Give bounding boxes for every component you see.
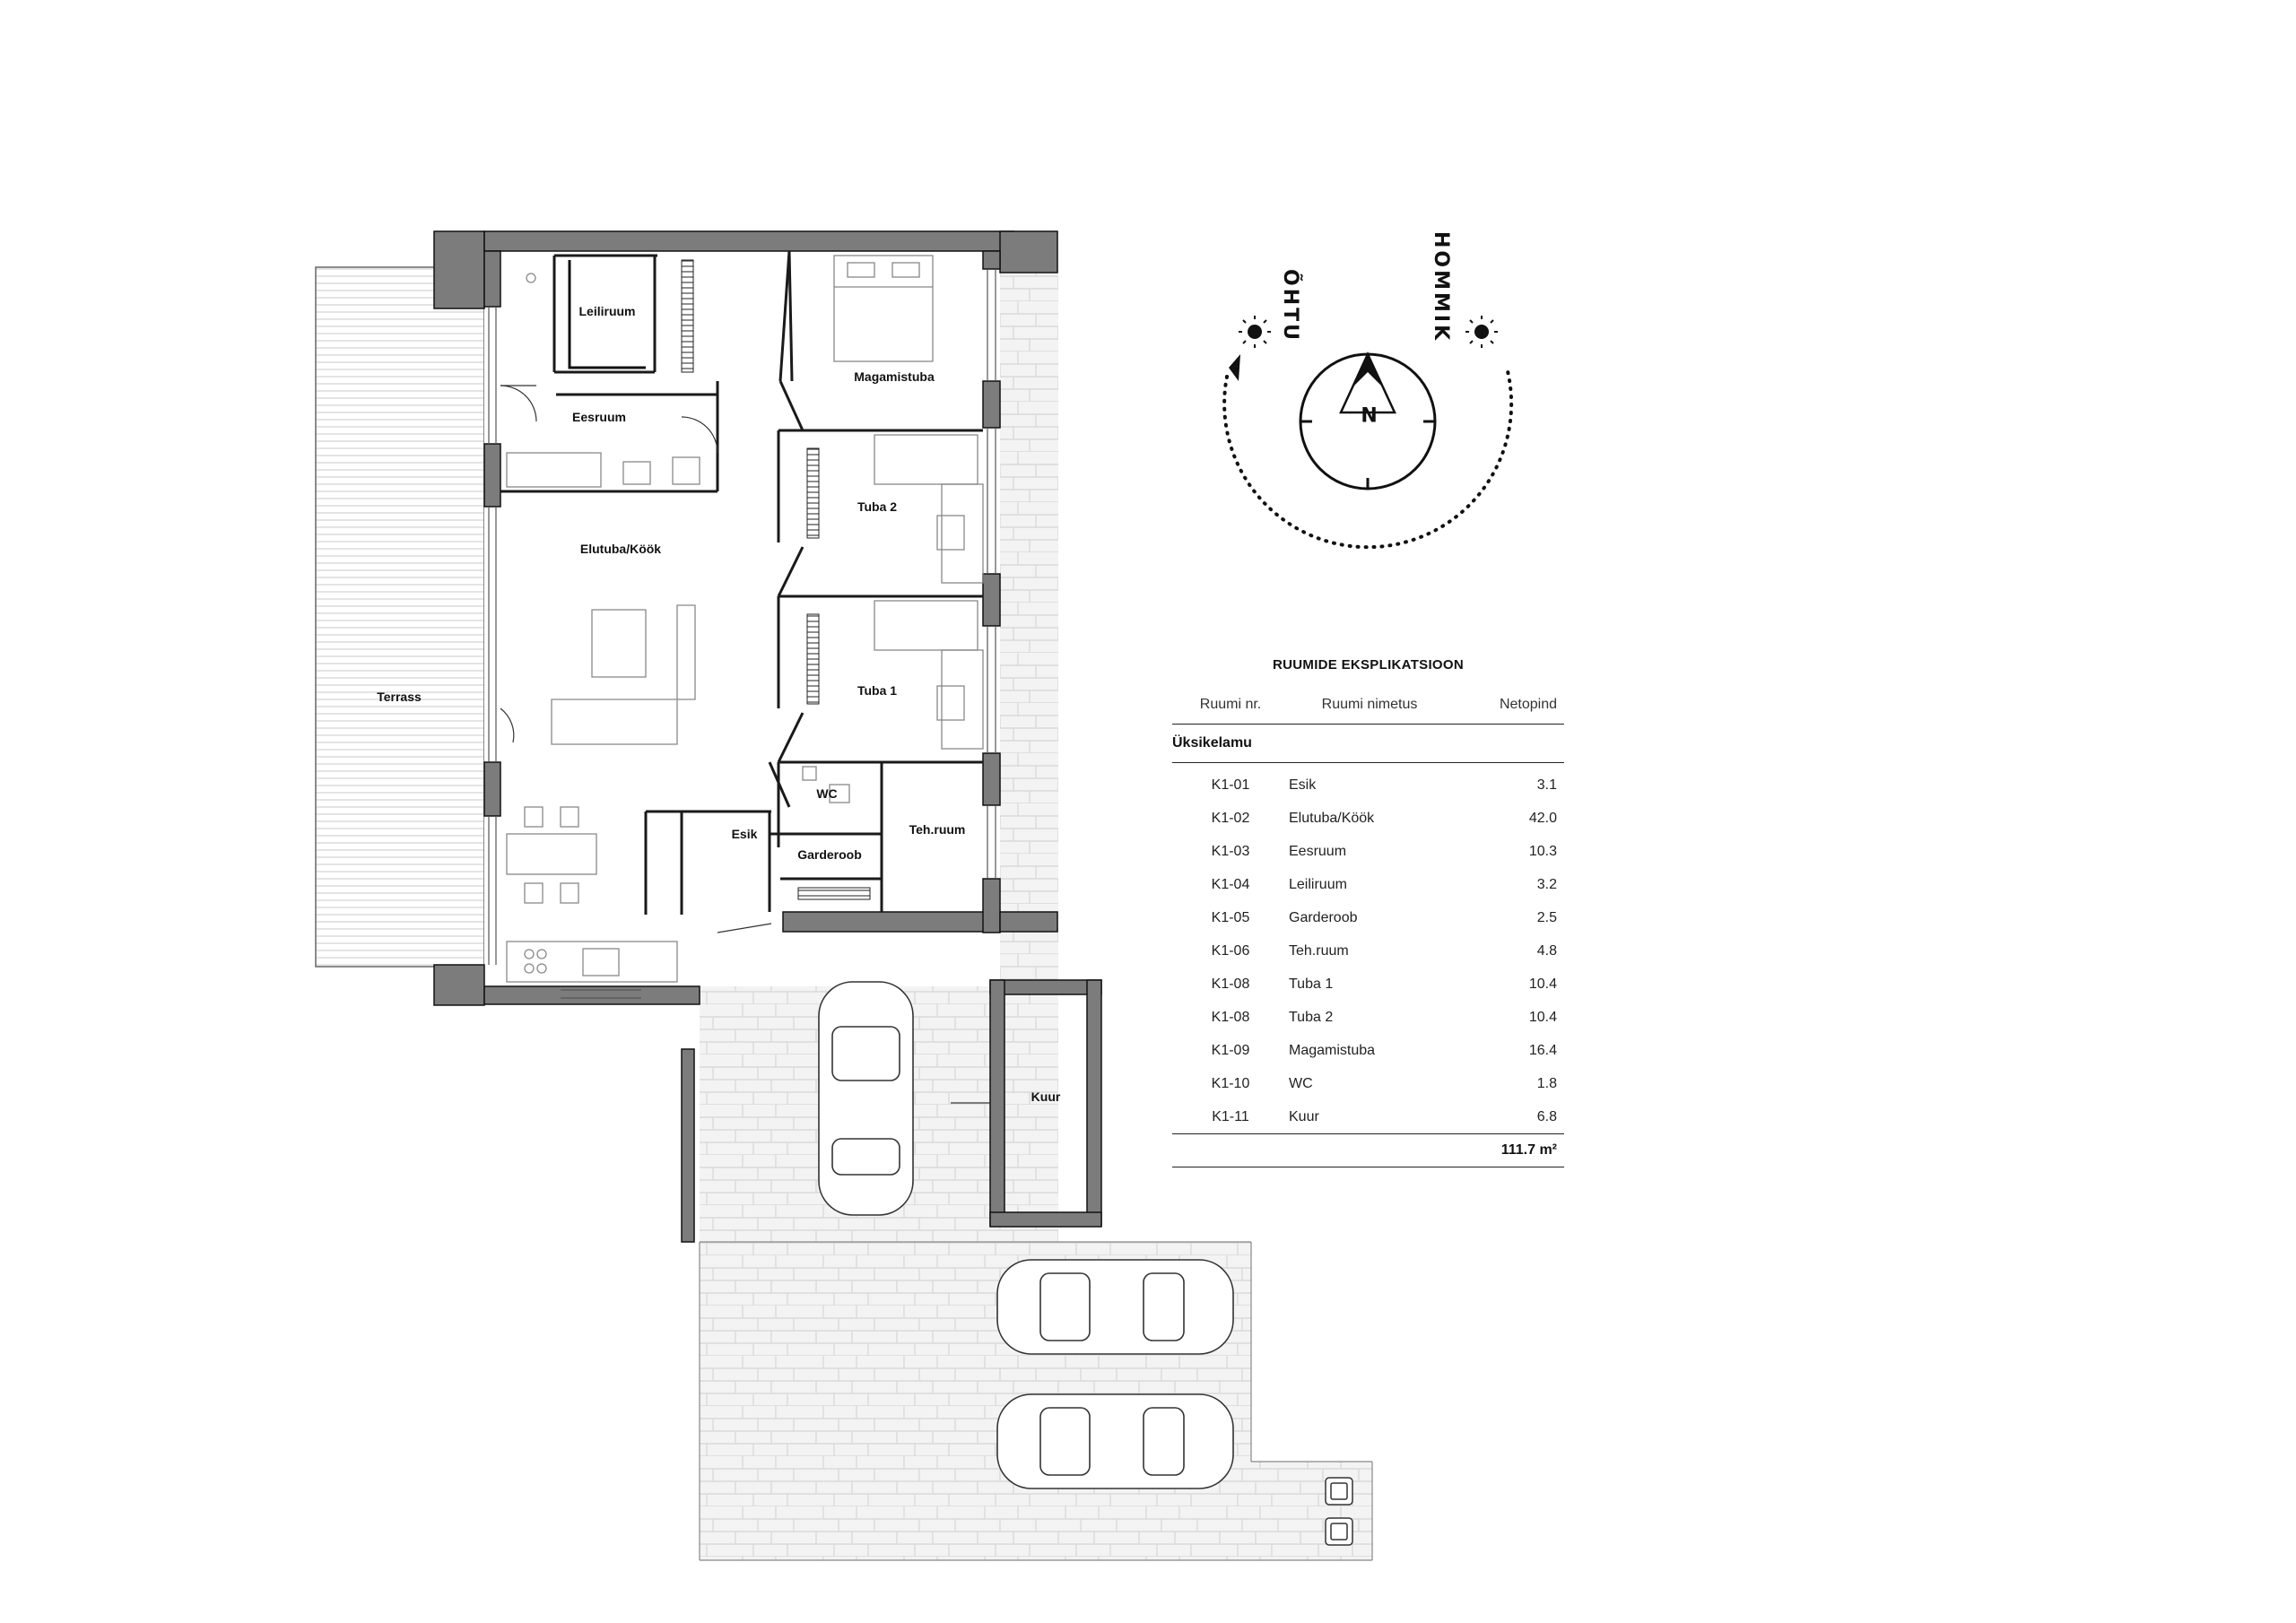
room-label-tehruum: Teh.ruum xyxy=(909,822,966,837)
row-name: Elutuba/Köök xyxy=(1289,811,1375,826)
row-nr: K1-08 xyxy=(1211,976,1250,992)
row-nr: K1-04 xyxy=(1211,877,1250,892)
terrace xyxy=(315,266,485,968)
sun-evening-icon xyxy=(1239,316,1271,348)
room-label-leiliruum: Leiliruum xyxy=(578,304,635,318)
north-letter: N xyxy=(1358,402,1377,424)
row-area: 3.2 xyxy=(1536,877,1557,892)
table-row: K1-10 WC 1.8 xyxy=(1172,1067,1564,1100)
row-name: Tuba 1 xyxy=(1289,976,1334,992)
header-room-nr: Ruumi nr. xyxy=(1199,697,1262,712)
room-label-kuur: Kuur xyxy=(1031,1089,1061,1104)
room-label-terrass: Terrass xyxy=(377,690,422,704)
row-nr: K1-11 xyxy=(1212,1109,1249,1124)
sun-arrow-icon xyxy=(1229,354,1240,381)
row-nr: K1-05 xyxy=(1211,910,1250,925)
room-label-wc: WC xyxy=(816,786,837,801)
room-label-esik: Esik xyxy=(732,827,758,841)
label-hommik: HOMMIK xyxy=(1430,231,1452,343)
row-area: 3.1 xyxy=(1536,777,1557,793)
row-name: Kuur xyxy=(1289,1109,1319,1124)
table-row: K1-02 Elutuba/Köök 42.0 xyxy=(1172,802,1564,835)
room-label-magamistuba: Magamistuba xyxy=(854,369,935,384)
row-name: Magamistuba xyxy=(1289,1043,1376,1058)
table-rows: K1-01 Esik 3.1 K1-02 Elutuba/Köök 42.0 K1-03… xyxy=(1172,763,1564,1133)
room-label-tuba1: Tuba 1 xyxy=(857,683,897,698)
room-label-elutuba: Elutuba/Köök xyxy=(580,542,661,556)
row-area: 42.0 xyxy=(1528,811,1557,826)
table-row: K1-11 Kuur 6.8 xyxy=(1172,1100,1564,1133)
sun-morning-icon xyxy=(1465,316,1498,348)
row-area: 16.4 xyxy=(1528,1043,1557,1058)
row-nr: K1-09 xyxy=(1211,1043,1250,1058)
row-area: 10.4 xyxy=(1528,976,1557,992)
row-nr: K1-01 xyxy=(1211,777,1250,793)
row-area: 10.4 xyxy=(1528,1010,1557,1025)
door-swings xyxy=(500,385,990,1104)
table-row: K1-08 Tuba 2 10.4 xyxy=(1172,1001,1564,1034)
table-row: K1-04 Leiliruum 3.2 xyxy=(1172,868,1564,901)
wardrobes xyxy=(568,259,871,900)
room-label-tuba2: Tuba 2 xyxy=(857,499,897,514)
windows xyxy=(488,269,996,999)
table-group: Üksikelamu xyxy=(1172,725,1564,763)
room-label-garderoob: Garderoob xyxy=(797,847,862,862)
label-ohtu: ÕHTU xyxy=(1279,269,1302,343)
row-name: Garderoob xyxy=(1289,910,1358,925)
header-net-area: Netopind xyxy=(1499,697,1557,712)
row-nr: K1-03 xyxy=(1211,844,1250,859)
car-parked-driveway xyxy=(818,981,914,1216)
north-arrow-icon xyxy=(1339,352,1396,414)
room-label-eesruum: Eesruum xyxy=(572,410,626,424)
table-row: K1-05 Garderoob 2.5 xyxy=(1172,901,1564,934)
table-row: K1-03 Eesruum 10.3 xyxy=(1172,835,1564,868)
row-area: 1.8 xyxy=(1536,1076,1557,1091)
row-name: Eesruum xyxy=(1289,844,1347,859)
table-row: K1-08 Tuba 1 10.4 xyxy=(1172,968,1564,1001)
header-room-name: Ruumi nimetus xyxy=(1321,697,1418,712)
compass: N ÕHTU HOMMIK xyxy=(1222,231,1514,550)
row-nr: K1-06 xyxy=(1211,943,1250,959)
row-name: Esik xyxy=(1289,777,1317,793)
row-nr: K1-10 xyxy=(1211,1076,1250,1091)
row-name: Teh.ruum xyxy=(1289,943,1349,959)
table-header: Ruumi nr. Ruumi nimetus Netopind xyxy=(1172,697,1564,725)
table-title: RUUMIDE EKSPLIKATSIOON xyxy=(1273,657,1464,673)
row-area: 6.8 xyxy=(1536,1109,1557,1124)
car-parked-2 xyxy=(996,1393,1234,1489)
car-parked-1 xyxy=(996,1259,1234,1355)
row-name: WC xyxy=(1289,1076,1313,1091)
row-area: 10.3 xyxy=(1528,844,1557,859)
row-name: Tuba 2 xyxy=(1289,1010,1334,1025)
row-name: Leiliruum xyxy=(1289,877,1347,892)
row-nr: K1-02 xyxy=(1211,811,1250,826)
room-schedule-table: RUUMIDE EKSPLIKATSIOON Ruumi nr. Ruumi n… xyxy=(1172,657,1564,1167)
interior-walls xyxy=(500,250,983,915)
table-row: K1-01 Esik 3.1 xyxy=(1172,768,1564,802)
table-row: K1-09 Magamistuba 16.4 xyxy=(1172,1034,1564,1067)
table-total: 111.7 m² xyxy=(1172,1133,1564,1167)
table-row: K1-06 Teh.ruum 4.8 xyxy=(1172,934,1564,968)
furniture xyxy=(506,255,984,983)
row-area: 4.8 xyxy=(1536,943,1557,959)
sun-path-arc xyxy=(1222,366,1514,550)
row-nr: K1-08 xyxy=(1211,1010,1250,1025)
row-area: 2.5 xyxy=(1536,910,1557,925)
bins xyxy=(1325,1477,1353,1546)
outer-walls xyxy=(433,230,1102,1243)
